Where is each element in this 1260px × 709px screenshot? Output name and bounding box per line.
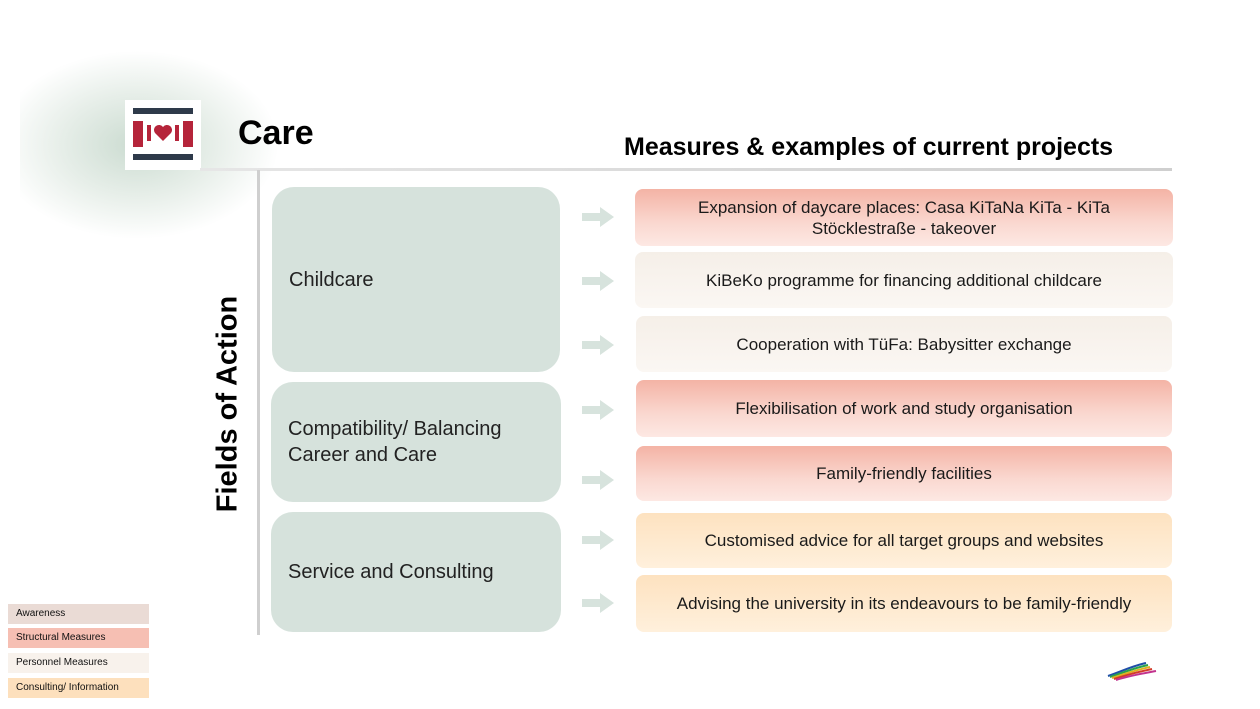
measure-text: Expansion of daycare places: Casa KiTaNa…	[698, 197, 1110, 238]
measure-box: Expansion of daycare places: Casa KiTaNa…	[635, 189, 1173, 246]
family-heart-logo-icon	[125, 100, 201, 170]
field-service-consulting: Service and Consulting	[271, 512, 561, 632]
legend-structural: Structural Measures	[8, 628, 149, 648]
header-divider	[200, 168, 1172, 171]
measure-box: Cooperation with TüFa: Babysitter exchan…	[636, 316, 1172, 372]
measure-text: Customised advice for all target groups …	[704, 531, 1104, 550]
measure-box: KiBeKo programme for financing additiona…	[635, 252, 1173, 308]
measure-text: Cooperation with TüFa: Babysitter exchan…	[736, 334, 1072, 354]
field-childcare: Childcare	[272, 187, 560, 372]
measure-text: Flexibilisation of work and study organi…	[735, 399, 1073, 418]
right-arrow-icon	[582, 271, 614, 291]
measure-box: Family-friendly facilities	[636, 446, 1172, 501]
measure-box: Customised advice for all target groups …	[636, 513, 1172, 568]
field-label: Service and Consulting	[288, 561, 494, 583]
field-compatibility: Compatibility/ Balancing Career and Care	[271, 382, 561, 502]
legend-awareness: Awareness	[8, 604, 149, 624]
right-arrow-icon	[582, 470, 614, 490]
measure-box: Advising the university in its endeavour…	[636, 575, 1172, 632]
measure-box: Flexibilisation of work and study organi…	[636, 380, 1172, 437]
fields-of-action-label: Fields of Action	[211, 295, 244, 513]
right-arrow-icon	[582, 207, 614, 227]
slide-title: Care	[238, 114, 314, 152]
right-arrow-icon	[582, 593, 614, 613]
measure-text: Family-friendly facilities	[816, 464, 992, 483]
right-arrow-icon	[582, 335, 614, 355]
measure-text: Advising the university in its endeavour…	[676, 594, 1132, 613]
legend-consulting: Consulting/ Information	[8, 678, 149, 698]
right-arrow-icon	[582, 400, 614, 420]
field-label: Compatibility/ Balancing Career and Care	[288, 418, 502, 466]
field-label: Childcare	[289, 268, 374, 291]
vertical-divider	[257, 170, 260, 635]
measures-header: Measures & examples of current projects	[624, 133, 1114, 161]
right-arrow-icon	[582, 530, 614, 550]
legend-personnel: Personnel Measures	[8, 653, 149, 673]
measure-text: KiBeKo programme for financing additiona…	[706, 270, 1102, 290]
university-wave-logo-icon	[1107, 662, 1157, 681]
